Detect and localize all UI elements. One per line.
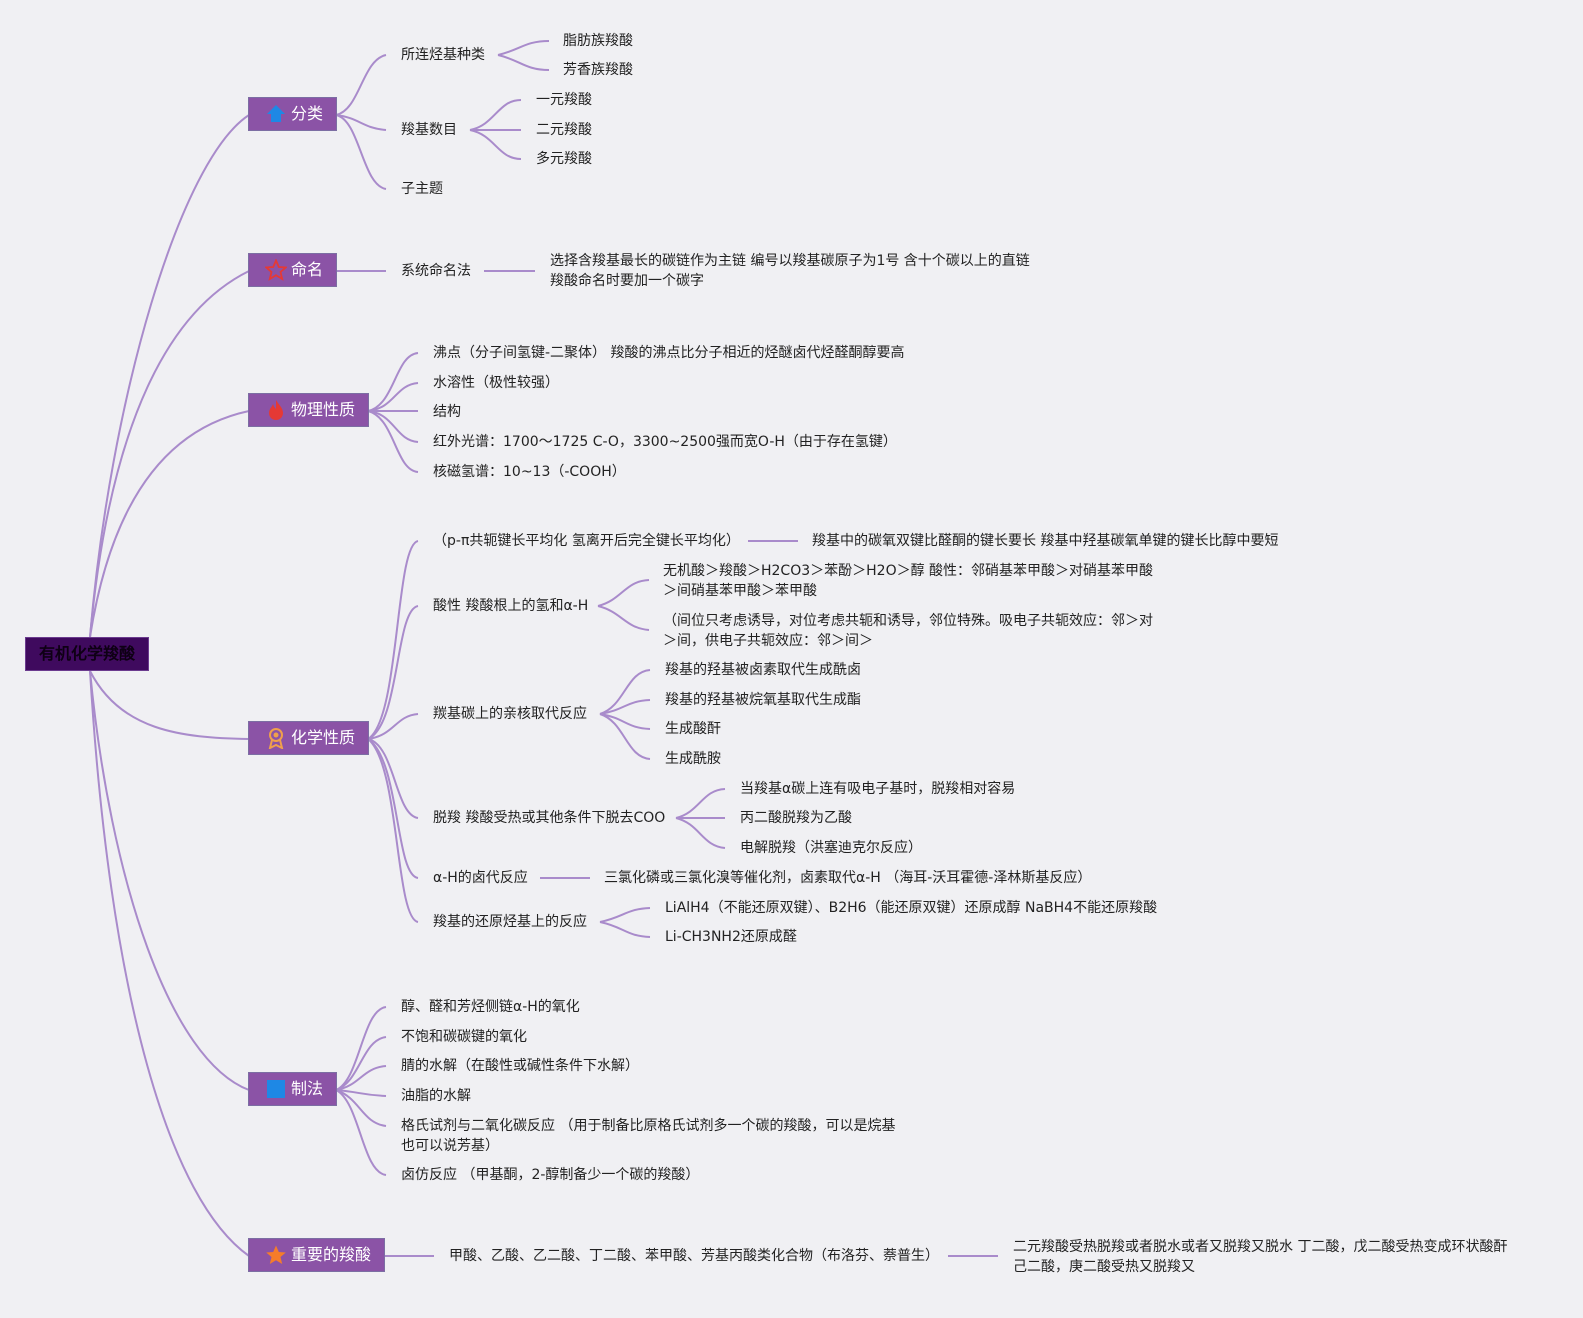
- subtopic-placeholder[interactable]: 子主题: [401, 181, 443, 197]
- subtopic-acyl-halide[interactable]: 羧基的羟基被卤素取代生成酰卤: [665, 662, 861, 678]
- subtopic-decarbox-ewg[interactable]: 当羧基α碳上连有吸电子基时，脱羧相对容易: [740, 781, 1016, 797]
- subtopic-fat-hydrolysis[interactable]: 油脂的水解: [401, 1088, 471, 1104]
- topic-label: 化学性质: [291, 728, 356, 747]
- subtopic-aromatic[interactable]: 芳香族羧酸: [563, 62, 633, 78]
- subtopic-ir-spectrum[interactable]: 红外光谱：1700～1725 C-O，3300~2500强而宽O-H（由于存在氢…: [433, 434, 897, 450]
- subtopic-amide[interactable]: 生成酰胺: [665, 751, 721, 767]
- subtopic-reduction[interactable]: 羧基的还原烃基上的反应: [433, 914, 587, 930]
- subtopic-oxidation-unsaturated[interactable]: 不饱和碳碳键的氧化: [401, 1029, 527, 1045]
- subtopic-hydrocarbon-type[interactable]: 所连烃基种类: [401, 47, 485, 63]
- flame-icon: [265, 399, 287, 421]
- subtopic-acidity[interactable]: 酸性 羧酸根上的氢和α-H: [433, 598, 589, 614]
- subtopic-ester[interactable]: 羧基的羟基被烷氧基取代生成酯: [665, 692, 861, 708]
- subtopic-haloform[interactable]: 卤仿反应 （甲基酮，2-醇制备少一个碳的羧酸）: [401, 1167, 700, 1183]
- home-icon: [265, 103, 287, 125]
- subtopic-oxidation-alcohol[interactable]: 醇、醛和芳烃侧链α-H的氧化: [401, 999, 580, 1015]
- topic-physical[interactable]: 物理性质: [248, 393, 369, 427]
- subtopic-decarboxylation[interactable]: 脱羧 羧酸受热或其他条件下脱去COO: [433, 810, 666, 826]
- subtopic-lialh4[interactable]: LiAlH4（不能还原双键）、B2H6（能还原双键）还原成醇 NaBH4不能还原…: [665, 900, 1158, 916]
- subtopic-substituent-effect[interactable]: （间位只考虑诱导，对位考虑共轭和诱导，邻位特殊。吸电子共轭效应：邻＞对＞间，供电…: [663, 613, 1153, 649]
- subtopic-conjugation[interactable]: （p-π共轭键长平均化 氢离开后完全键长平均化）: [433, 533, 740, 549]
- subtopic-carboxyl-count[interactable]: 羧基数目: [401, 122, 457, 138]
- subtopic-systematic[interactable]: 系统命名法: [401, 263, 471, 279]
- award-icon: [265, 727, 287, 750]
- subtopic-systematic-rule[interactable]: 选择含羧基最长的碳链作为主链 编号以羧基碳原子为1号 含十个碳以上的直链羧酸命名…: [550, 253, 1030, 289]
- root-node[interactable]: 有机化学羧酸: [25, 637, 149, 671]
- subtopic-hvz[interactable]: 三氯化磷或三氯化溴等催化剂，卤素取代α-H （海耳-沃耳霍德-泽林斯基反应）: [604, 870, 1092, 886]
- topic-important-acids[interactable]: 重要的羧酸: [248, 1238, 385, 1272]
- subtopic-nucleophilic-substitution[interactable]: 羰基碳上的亲核取代反应: [433, 706, 587, 722]
- topic-label: 重要的羧酸: [291, 1245, 372, 1264]
- subtopic-li-amine[interactable]: Li-CH3NH2还原成醛: [665, 929, 797, 945]
- subtopic-bond-length[interactable]: 羧基中的碳氧双键比醛酮的键长要长 羧基中羟基碳氧单键的键长比醇中要短: [812, 533, 1279, 549]
- square-icon: [265, 1078, 287, 1100]
- subtopic-nitrile-hydrolysis[interactable]: 腈的水解（在酸性或碱性条件下水解）: [401, 1058, 639, 1074]
- subtopic-solubility[interactable]: 水溶性（极性较强）: [433, 375, 559, 391]
- topic-label: 命名: [291, 260, 324, 279]
- subtopic-aliphatic[interactable]: 脂肪族羧酸: [563, 33, 633, 49]
- subtopic-mono[interactable]: 一元羧酸: [536, 92, 592, 108]
- subtopic-grignard[interactable]: 格氏试剂与二氧化碳反应 （用于制备比原格氏试剂多一个碳的羧酸，可以是烷基也可以说…: [401, 1118, 896, 1154]
- subtopic-anhydride[interactable]: 生成酸酐: [665, 721, 721, 737]
- subtopic-di[interactable]: 二元羧酸: [536, 122, 592, 138]
- topic-classification[interactable]: 分类: [248, 97, 337, 131]
- subtopic-nmr[interactable]: 核磁氢谱：10~13（-COOH）: [433, 464, 626, 480]
- topic-label: 制法: [291, 1079, 324, 1098]
- star-outline-icon: [263, 258, 289, 281]
- subtopic-structure[interactable]: 结构: [433, 404, 461, 420]
- subtopic-alpha-halogenation[interactable]: α-H的卤代反应: [433, 870, 528, 886]
- topic-label: 分类: [291, 104, 324, 123]
- star-filled-icon: [265, 1244, 287, 1266]
- subtopic-malonic[interactable]: 丙二酸脱羧为乙酸: [740, 810, 852, 826]
- topic-preparation[interactable]: 制法: [248, 1072, 337, 1106]
- subtopic-dicarboxylic-heating[interactable]: 二元羧酸受热脱羧或者脱水或者又脱羧又脱水 丁二酸，戊二酸受热变成环状酸酐己二酸，…: [1013, 1239, 1508, 1275]
- subtopic-boiling-point[interactable]: 沸点（分子间氢键-二聚体） 羧酸的沸点比分子相近的烃醚卤代烃醛酮醇要高: [433, 345, 905, 361]
- subtopic-poly[interactable]: 多元羧酸: [536, 151, 592, 167]
- topic-chemical[interactable]: 化学性质: [248, 721, 369, 755]
- subtopic-acidity-order[interactable]: 无机酸＞羧酸＞H2CO3＞苯酚＞H2O＞醇 酸性：邻硝基苯甲酸＞对硝基苯甲酸＞间…: [663, 563, 1154, 599]
- topic-label: 物理性质: [291, 400, 356, 419]
- subtopic-kolbe[interactable]: 电解脱羧（洪塞迪克尔反应）: [740, 840, 922, 856]
- topic-naming[interactable]: 命名: [248, 253, 337, 287]
- subtopic-common-acids[interactable]: 甲酸、乙酸、乙二酸、丁二酸、苯甲酸、芳基丙酸类化合物（布洛芬、萘普生）: [449, 1248, 939, 1264]
